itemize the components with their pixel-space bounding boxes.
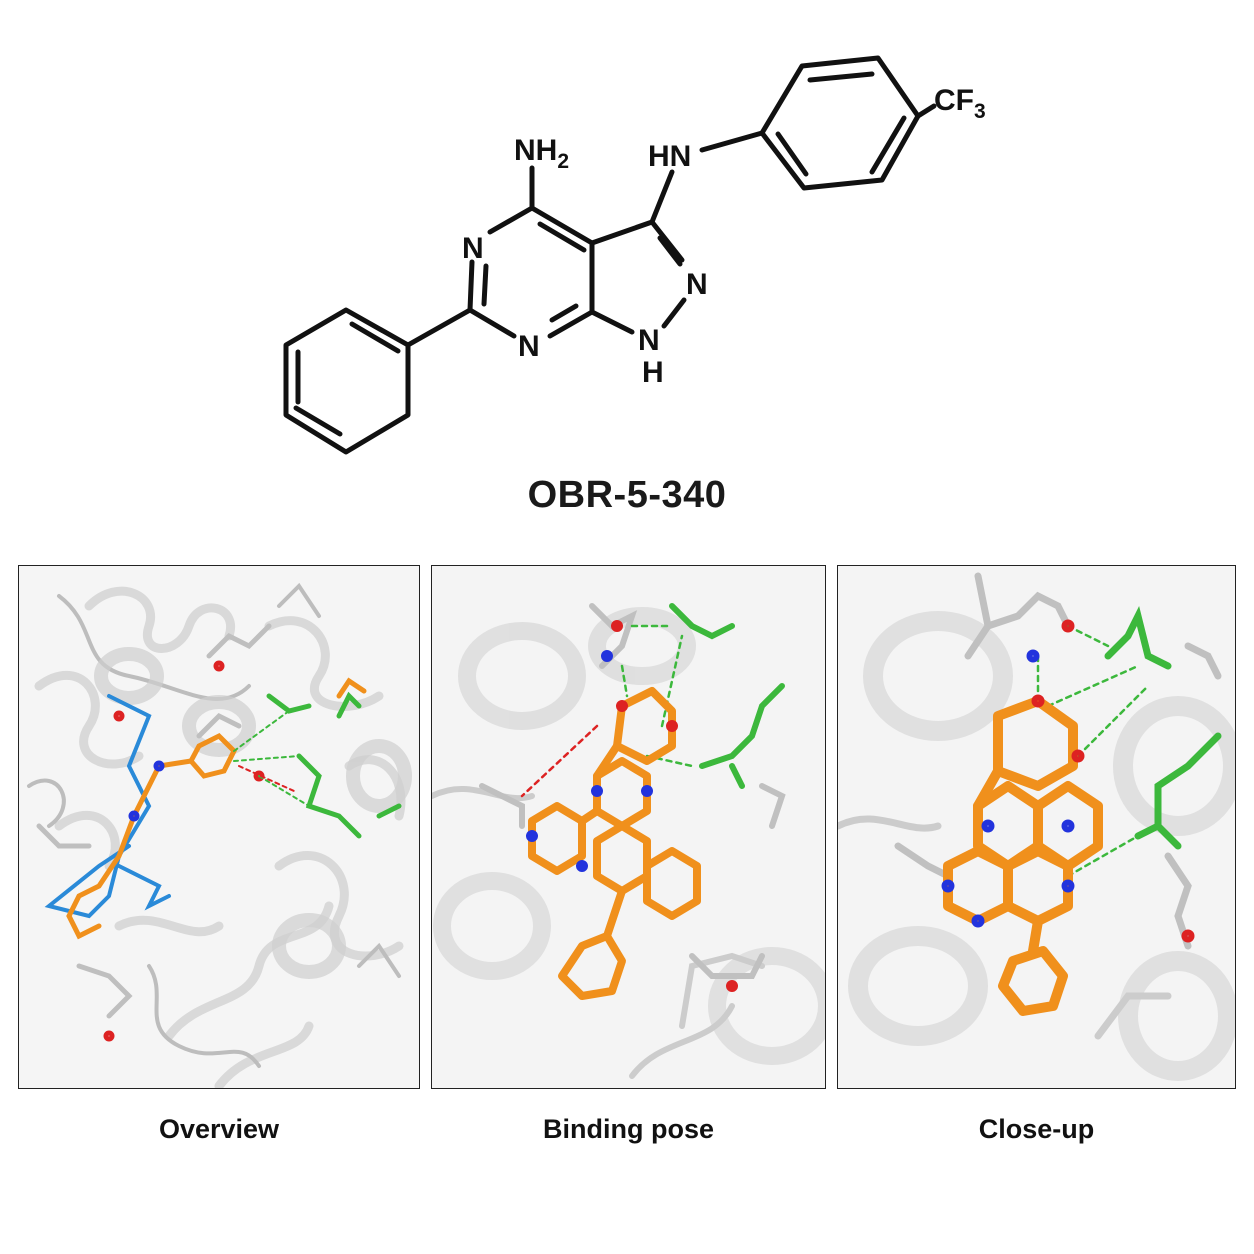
backbone-trace bbox=[44, 694, 171, 919]
pyrazole-n: N bbox=[686, 268, 708, 301]
closeup-render bbox=[838, 566, 1235, 1088]
pyrimidine-n-top: N bbox=[462, 232, 484, 265]
nh2-label: NH2 bbox=[514, 134, 569, 173]
gray-residues bbox=[36, 623, 272, 1019]
green-residues bbox=[669, 603, 785, 789]
hydrogen-bonds bbox=[620, 624, 694, 768]
binding-pose-panel bbox=[431, 565, 826, 1089]
chemical-structure: NH2 HN CF3 N N N N H bbox=[283, 55, 986, 455]
protein-helices bbox=[848, 611, 1235, 1081]
pyrazole-ring bbox=[589, 219, 687, 335]
closeup-panel bbox=[837, 565, 1236, 1089]
gray-residues bbox=[479, 603, 786, 979]
caption-binding-pose: Binding pose bbox=[543, 1114, 714, 1144]
overview-panel bbox=[18, 565, 420, 1089]
aryl-ring-right bbox=[759, 55, 921, 191]
heteroatoms bbox=[103, 660, 265, 1042]
protein-coils bbox=[838, 815, 1172, 1040]
hn-label: HN bbox=[648, 140, 691, 173]
pyrazole-nh-h: H bbox=[642, 356, 664, 389]
phenyl-ring-left bbox=[283, 307, 411, 455]
protein-coils bbox=[432, 785, 765, 1079]
protein-helices bbox=[433, 607, 825, 1065]
heteroatoms bbox=[526, 620, 738, 992]
binding-pose-render bbox=[432, 566, 825, 1088]
green-residues bbox=[1104, 605, 1222, 850]
caption-close-up: Close-up bbox=[978, 1114, 1095, 1144]
cf3-label: CF3 bbox=[934, 84, 986, 123]
compound-name: OBR-5-340 bbox=[527, 474, 727, 516]
ligand-binding-pose bbox=[528, 687, 701, 1000]
ligand-closeup bbox=[943, 696, 1103, 1016]
gray-residues bbox=[894, 572, 1222, 950]
pyrazole-nh-n: N bbox=[638, 324, 660, 357]
heteroatoms bbox=[941, 619, 1195, 943]
hydrogen-bonds bbox=[233, 710, 310, 807]
ligand-overview bbox=[66, 677, 367, 940]
pyrimidine-n-bottom: N bbox=[518, 330, 540, 363]
pyrimidine-ring bbox=[467, 205, 595, 339]
overview-render bbox=[19, 566, 419, 1088]
protein-helices bbox=[94, 647, 412, 979]
caption-overview: Overview bbox=[158, 1114, 280, 1144]
hydrogen-bonds bbox=[1036, 624, 1150, 878]
